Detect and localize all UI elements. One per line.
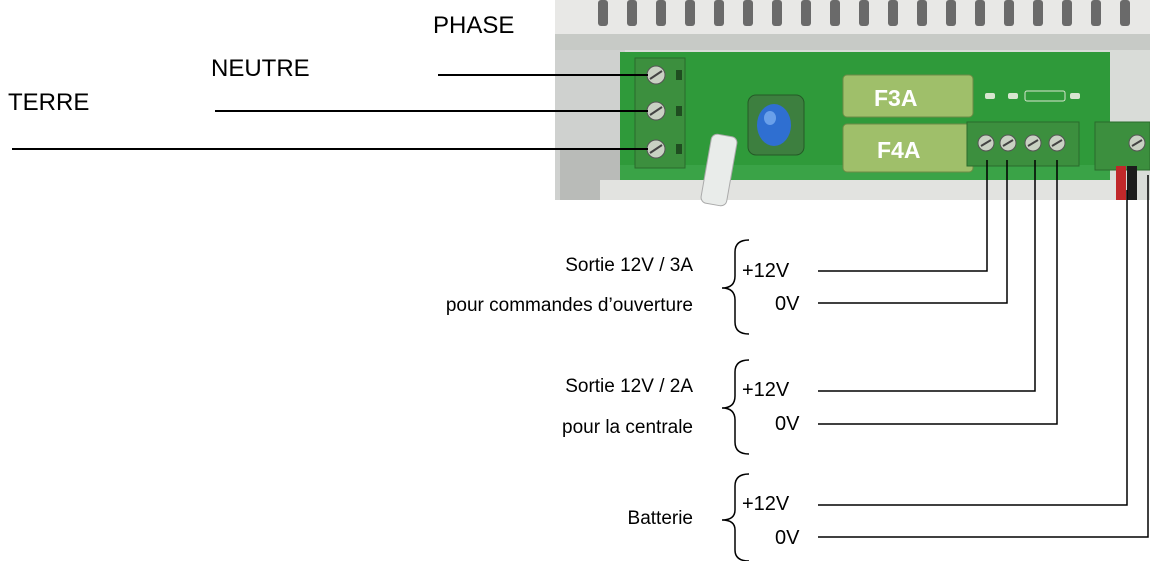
output2-title: Sortie 12V / 2A bbox=[565, 376, 693, 397]
wire-out1-neg bbox=[818, 160, 1008, 304]
fuse-f3a: F3A bbox=[842, 74, 974, 118]
brace-battery bbox=[721, 473, 750, 561]
terre-label: TERRE bbox=[8, 89, 90, 116]
fuse-f4a-label: F4A bbox=[877, 137, 920, 163]
output2-neg-label: 0V bbox=[775, 413, 800, 435]
fuse-f3a-label: F3A bbox=[874, 85, 917, 111]
mains-wires bbox=[12, 74, 648, 150]
capacitor bbox=[747, 94, 805, 156]
wire-out2-pos bbox=[818, 160, 1036, 392]
neutre-label: NEUTRE bbox=[211, 55, 310, 82]
output-wires bbox=[818, 160, 1149, 538]
wire-out1-pos bbox=[818, 160, 988, 272]
brace-output1 bbox=[721, 239, 750, 335]
battery-title: Batterie bbox=[627, 508, 693, 529]
output2-subtitle: pour la centrale bbox=[562, 417, 693, 438]
output1-title: Sortie 12V / 3A bbox=[565, 255, 693, 276]
phase-label: PHASE bbox=[433, 12, 515, 39]
braces bbox=[721, 239, 750, 561]
output1-neg-label: 0V bbox=[775, 293, 800, 315]
output-terminal-block bbox=[966, 121, 1080, 167]
power-supply-board-photo: F3A F4A bbox=[555, 0, 1150, 207]
battery-neg-label: 0V bbox=[775, 527, 800, 549]
wire-bat-neg bbox=[818, 175, 1149, 538]
housing-vents bbox=[555, 0, 1150, 50]
brace-output2 bbox=[721, 359, 750, 455]
output1-pos-label: +12V bbox=[742, 260, 790, 282]
battery-pos-label: +12V bbox=[742, 493, 790, 515]
fuse-f4a: F4A bbox=[842, 123, 974, 173]
output2-pos-label: +12V bbox=[742, 379, 790, 401]
wire-out2-neg bbox=[818, 160, 1058, 425]
battery-connector bbox=[1094, 121, 1150, 200]
wire-bat-pos bbox=[818, 190, 1128, 506]
output1-subtitle: pour commandes d’ouverture bbox=[445, 295, 693, 316]
